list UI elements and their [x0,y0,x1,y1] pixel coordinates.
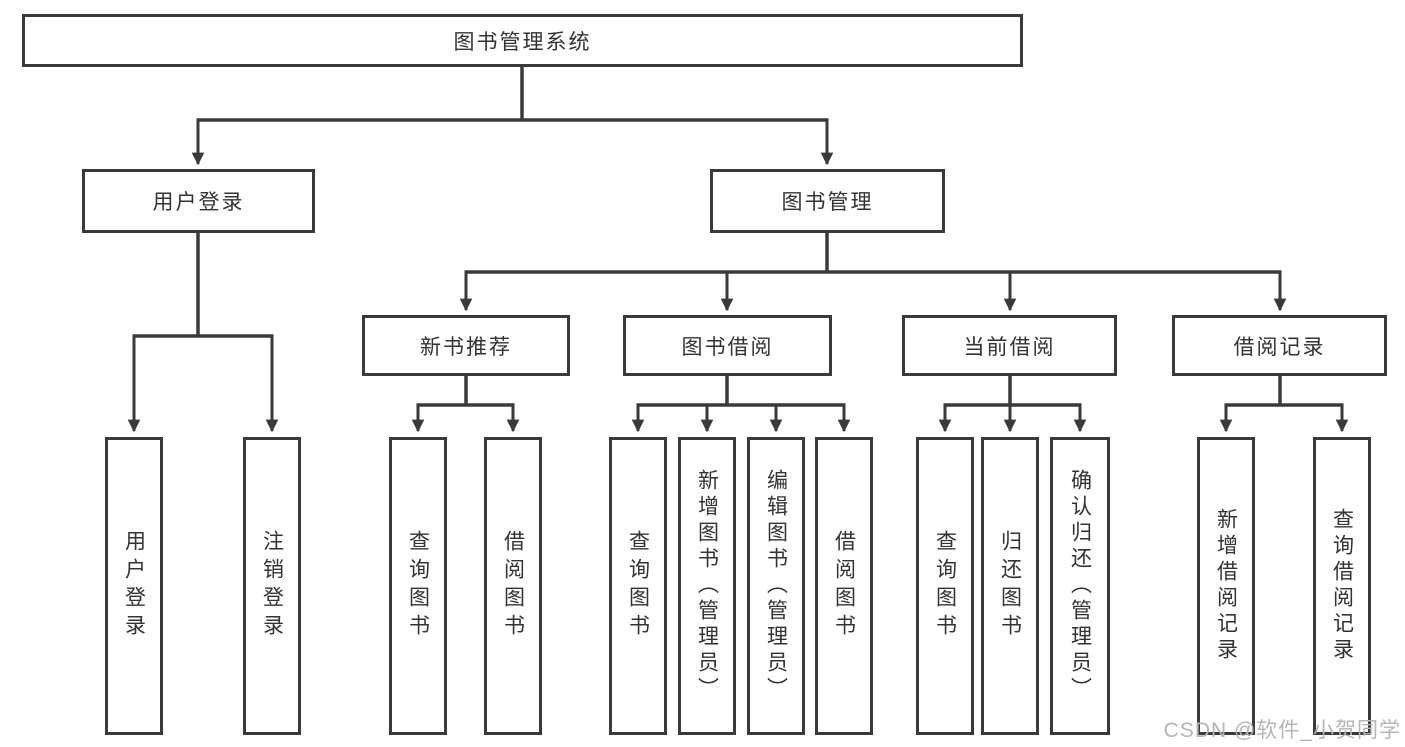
node-leaf-add-book: 新增图书（管理员） [678,437,736,735]
node-leaf-edit-book: 编辑图书（管理员） [747,437,805,735]
node-leaf-confirm-return: 确认归还（管理员） [1050,437,1110,735]
node-book-borrow: 图书借阅 [623,315,832,376]
leaf-label: 查询图书 [933,530,957,642]
leaf-label: 注销登录 [260,530,284,642]
node-leaf-query-book-3: 查询图书 [916,437,974,735]
leaf-label: 新增借阅记录 [1214,508,1238,664]
node-leaf-query-record: 查询借阅记录 [1313,437,1371,735]
csdn-watermark: CSDN @软件_小贺同学 [1163,719,1401,742]
node-leaf-query-book-2: 查询图书 [609,437,667,735]
leaf-label: 新增图书（管理员） [695,469,719,703]
node-leaf-user-login: 用户登录 [105,437,163,735]
node-book-mgmt: 图书管理 [710,169,945,233]
node-leaf-logout: 注销登录 [243,437,301,735]
leaf-label: 借阅图书 [501,530,525,642]
node-borrow-record: 借阅记录 [1172,315,1387,376]
leaf-label: 查询图书 [406,530,430,642]
node-root: 图书管理系统 [22,14,1023,67]
connector-current-borrow-to-leaves [938,375,1087,433]
node-new-book-rec: 新书推荐 [362,315,570,376]
node-leaf-query-book-1: 查询图书 [389,437,447,735]
node-user-login: 用户登录 [82,169,315,233]
node-leaf-borrow-book-1: 借阅图书 [484,437,542,735]
connector-new-book-rec-to-leaves [411,375,520,433]
connector-borrow-record-to-leaves [1219,375,1349,433]
node-current-borrow: 当前借阅 [902,315,1117,376]
node-leaf-borrow-book-2: 借阅图书 [815,437,873,735]
leaf-label: 用户登录 [122,530,146,642]
connector-root-to-level2 [191,66,834,166]
leaf-label: 查询借阅记录 [1330,508,1354,664]
leaf-label: 查询图书 [626,530,650,642]
leaf-label: 归还图书 [998,530,1022,642]
leaf-label: 借阅图书 [832,530,856,642]
leaf-label: 编辑图书（管理员） [764,469,788,703]
node-leaf-add-record: 新增借阅记录 [1197,437,1255,735]
leaf-label: 确认归还（管理员） [1068,469,1092,703]
connector-book-mgmt-to-level3 [459,232,1287,312]
connector-user-login-to-leaves [127,232,279,433]
node-leaf-return-book: 归还图书 [981,437,1039,735]
connector-book-borrow-to-leaves [631,375,851,433]
